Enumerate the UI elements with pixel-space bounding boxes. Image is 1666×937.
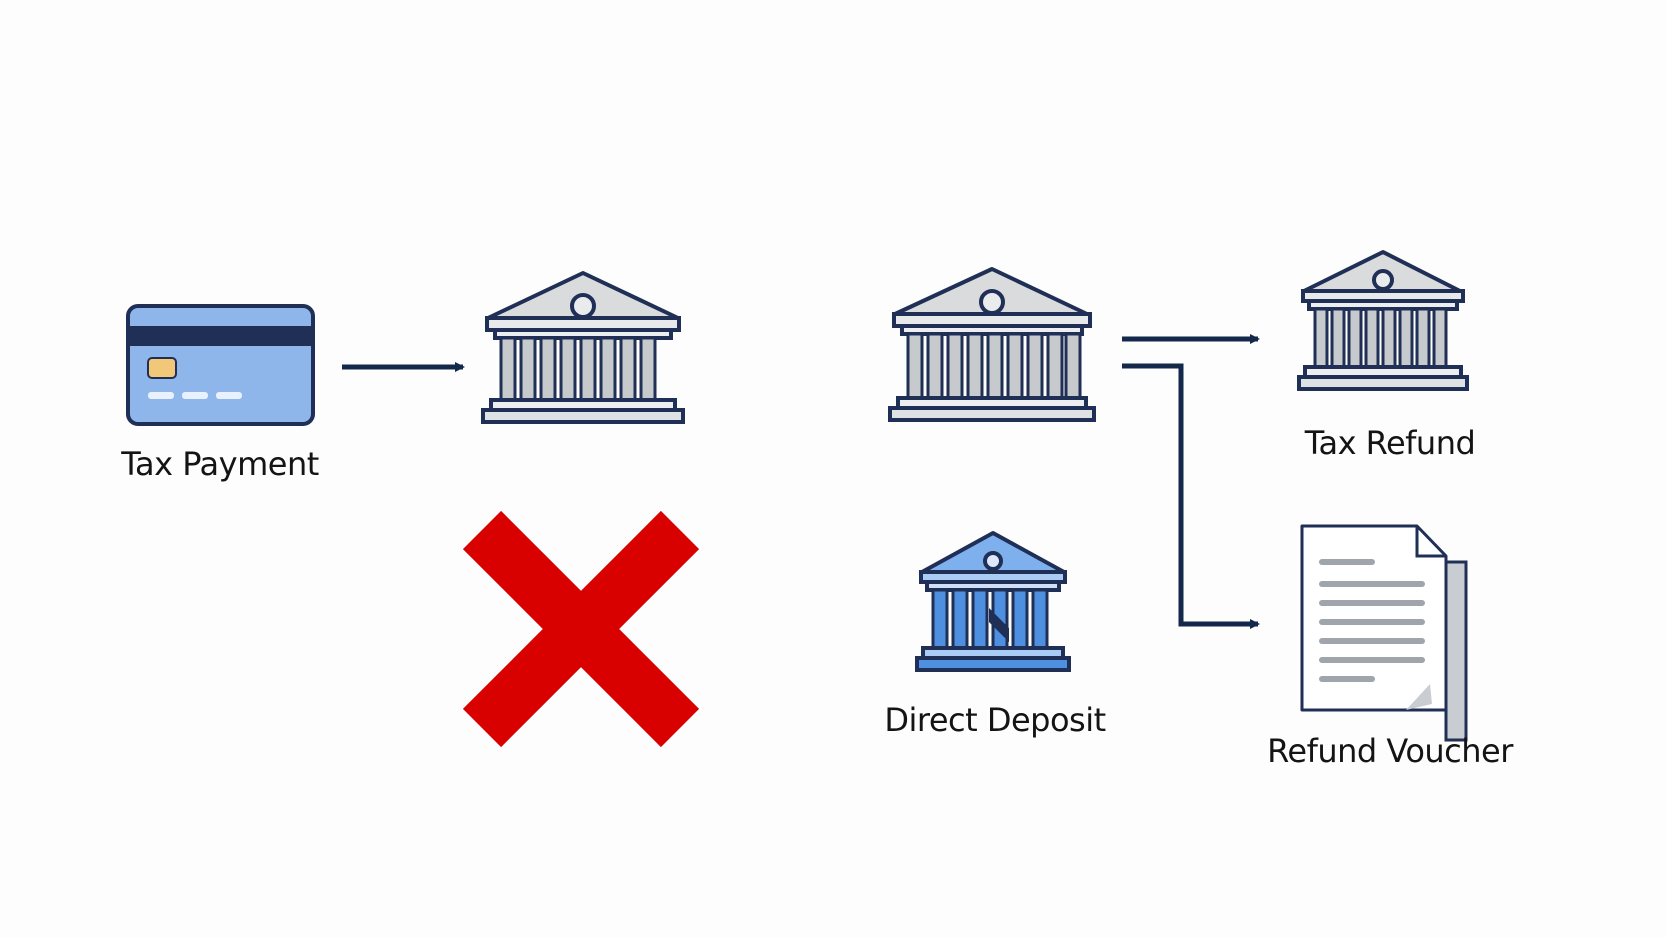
bank-icon bbox=[915, 531, 1071, 672]
credit-card-icon bbox=[126, 304, 315, 426]
document-icon bbox=[1300, 524, 1468, 742]
label-tax-refund: Tax Refund bbox=[1304, 424, 1476, 462]
label-tax-payment: Tax Payment bbox=[121, 445, 319, 483]
bank-icon bbox=[481, 271, 685, 424]
bank-icon bbox=[1297, 250, 1469, 391]
label-direct-deposit: Direct Deposit bbox=[884, 701, 1106, 739]
bank-icon bbox=[888, 267, 1096, 422]
arrow-to-refund-voucher bbox=[1122, 363, 1260, 629]
label-refund-voucher: Refund Voucher bbox=[1267, 732, 1513, 770]
cross-icon bbox=[462, 510, 700, 748]
